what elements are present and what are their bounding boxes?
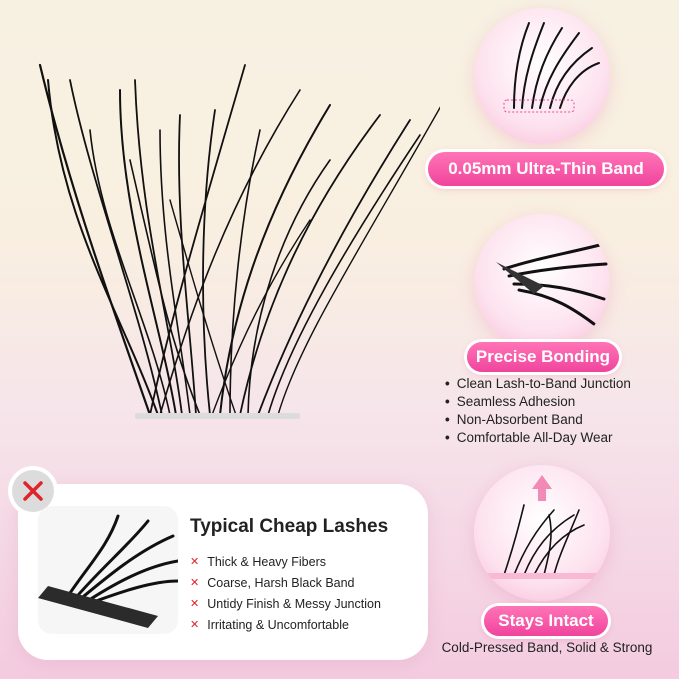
x-icon: ✕ (190, 619, 200, 631)
list-item: ✕Irritating & Uncomfortable (190, 615, 381, 636)
bullet-item: Seamless Adhesion (445, 393, 631, 411)
x-badge (12, 470, 54, 512)
list-item: ✕Coarse, Harsh Black Band (190, 573, 381, 594)
comparison-list: ✕Thick & Heavy Fibers ✕Coarse, Harsh Bla… (190, 552, 381, 636)
x-icon: ✕ (190, 577, 200, 589)
list-item: ✕Thick & Heavy Fibers (190, 552, 381, 573)
bullet-item: Comfortable All-Day Wear (445, 429, 631, 447)
hero-lash-cluster-image (38, 63, 440, 419)
ultra-thin-band-closeup-image (474, 8, 610, 144)
precise-bonding-badge: Precise Bonding (467, 342, 619, 372)
ultra-thin-band-badge: 0.05mm Ultra-Thin Band (428, 152, 664, 186)
bullet-item: Clean Lash-to-Band Junction (445, 375, 631, 393)
precise-bonding-bullets: Clean Lash-to-Band Junction Seamless Adh… (445, 375, 631, 447)
x-icon: ✕ (190, 598, 200, 610)
stays-intact-caption: Cold-Pressed Band, Solid & Strong (441, 640, 653, 655)
stays-intact-closeup-image (474, 465, 610, 601)
cheap-lash-closeup-image (38, 506, 178, 634)
stays-intact-badge: Stays Intact (484, 606, 608, 636)
bullet-item: Non-Absorbent Band (445, 411, 631, 429)
precise-bonding-closeup-image (474, 214, 610, 350)
x-icon: ✕ (190, 556, 200, 568)
comparison-title: Typical Cheap Lashes (190, 516, 389, 537)
x-icon (23, 481, 43, 501)
list-item: ✕Untidy Finish & Messy Junction (190, 594, 381, 615)
